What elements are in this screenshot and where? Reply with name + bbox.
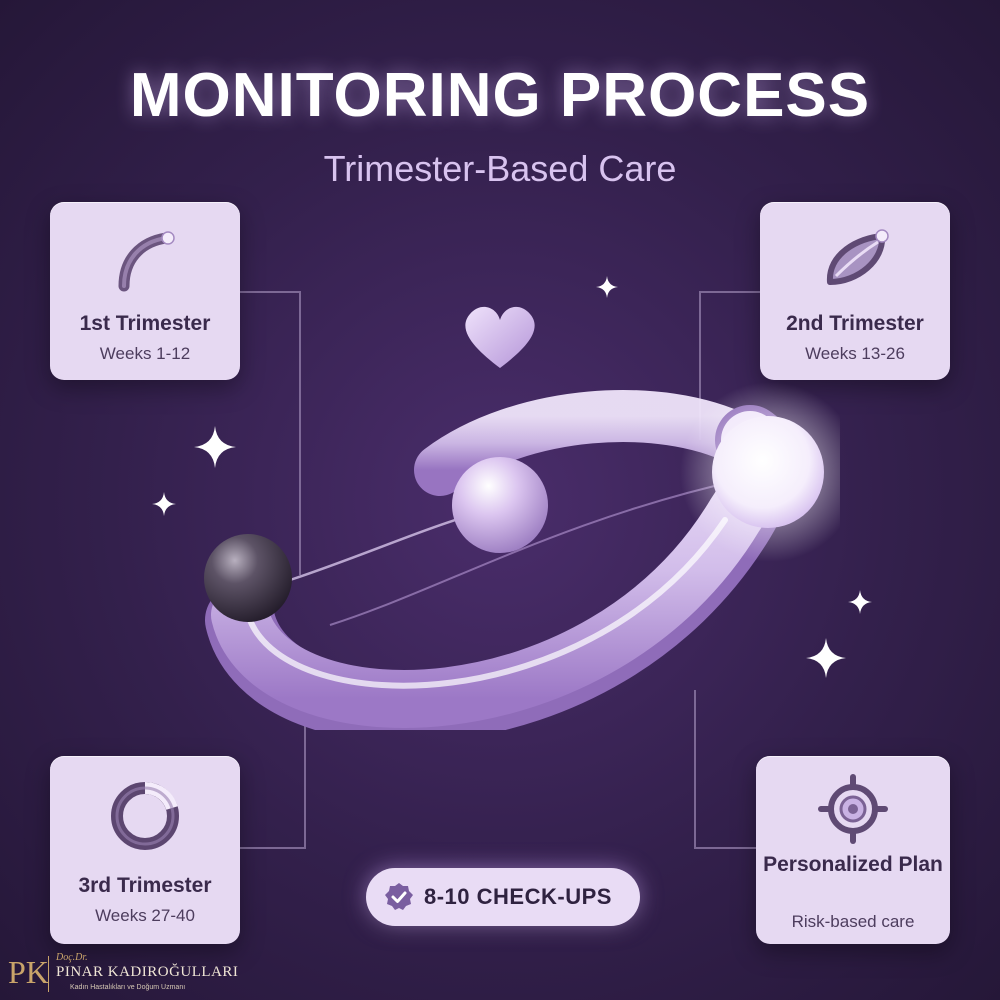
checkups-label: 8-10 CHECK-UPS (424, 884, 612, 909)
sparkle-icon (596, 276, 618, 298)
brand-logo: PK Doç.Dr. PINAR KADIROĞULLARI Kadın Has… (8, 952, 238, 996)
card-label: 2nd Trimester (786, 312, 924, 335)
sparkle-icon (806, 638, 846, 678)
logo-name: PINAR KADIROĞULLARI (56, 964, 239, 980)
card-sub: Weeks 27-40 (95, 906, 195, 925)
heart-icon (465, 306, 535, 368)
card-label: 3rd Trimester (78, 874, 212, 897)
card-personalized-plan: Personalized Plan Risk-based care (756, 756, 950, 944)
page-subtitle: Trimester-Based Care (323, 148, 677, 189)
orbit-scene (204, 306, 840, 730)
logo-mark: PK (8, 954, 49, 990)
sparkle-icon (194, 426, 236, 468)
logo-divider (48, 956, 49, 992)
card-sub: Risk-based care (791, 912, 915, 931)
sparkle-icon (848, 590, 872, 614)
sparkle-icon (152, 492, 176, 516)
leaf-icon (826, 229, 889, 285)
glowing-sphere (712, 416, 824, 528)
logo-specialty: Kadın Hastalıkları ve Doğum Uzmanı (70, 984, 186, 991)
logo-prefix: Doç.Dr. (56, 952, 88, 963)
card-sub: Weeks 1-12 (99, 344, 191, 363)
checkups-badge: 8-10 CHECK-UPS (366, 868, 640, 926)
target-icon (818, 774, 888, 844)
check-badge-icon (385, 883, 413, 910)
card-label: Personalized Plan (763, 853, 943, 876)
page-title: MONITORING PROCESS (129, 61, 871, 130)
lilac-sphere (452, 457, 548, 553)
card-third-trimester: 3rd Trimester Weeks 27-40 (50, 756, 240, 944)
card-second-trimester: 2nd Trimester Weeks 13-26 (760, 202, 950, 380)
arc-icon (118, 231, 175, 292)
ring-icon (111, 781, 179, 850)
card-label: 1st Trimester (79, 312, 211, 335)
card-sub: Weeks 13-26 (805, 344, 905, 363)
dark-sphere (204, 534, 292, 622)
card-first-trimester: 1st Trimester Weeks 1-12 (50, 202, 240, 380)
